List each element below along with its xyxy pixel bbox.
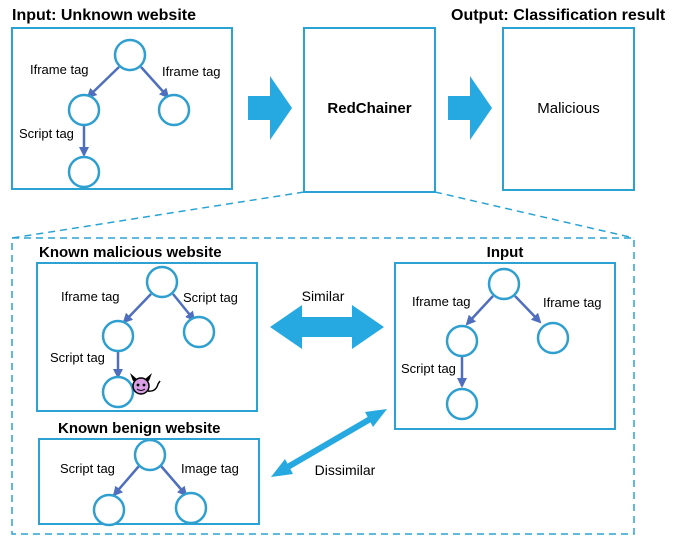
- redchainer-label: RedChainer: [327, 100, 411, 117]
- tree-node: [536, 321, 570, 355]
- tree-edge: [160, 465, 188, 497]
- edge-label-iframe: Iframe tag: [61, 289, 120, 304]
- similar-label: Similar: [302, 288, 345, 304]
- output-title: Output: Classification result: [451, 7, 666, 24]
- detail-input-title: Input: [487, 244, 524, 261]
- tree-edge: [112, 465, 140, 497]
- malicious-title: Known malicious website: [39, 244, 222, 261]
- tree-node: [174, 491, 208, 525]
- edge-label-script: Script tag: [401, 361, 456, 376]
- tree-edge: [172, 293, 196, 322]
- edge-label-script: Script tag: [50, 350, 105, 365]
- tree-node: [445, 324, 479, 358]
- edge-label-iframe: Iframe tag: [543, 295, 602, 310]
- redchainer-box: [303, 27, 436, 193]
- tree-node: [445, 387, 479, 421]
- tree-edge: [122, 293, 152, 324]
- edge-label-iframe: Iframe tag: [162, 64, 221, 79]
- tree-node: [113, 38, 147, 72]
- edge-label-iframe: Iframe tag: [30, 62, 89, 77]
- edge-label-script: Script tag: [183, 290, 238, 305]
- edge-label-script: Script tag: [60, 461, 115, 476]
- edge-label-iframe: Iframe tag: [412, 294, 471, 309]
- zoom-line: [434, 191, 635, 239]
- tree-node: [182, 315, 216, 349]
- benign-title: Known benign website: [58, 420, 221, 437]
- input-title: Input: Unknown website: [12, 7, 196, 24]
- tree-edge: [140, 66, 170, 99]
- flow-arrow: [248, 76, 292, 140]
- devil-icon: [130, 373, 161, 395]
- edge-label-image: Image tag: [181, 461, 239, 476]
- tree-node: [92, 493, 126, 527]
- detail-panel: [11, 237, 635, 535]
- tree-node: [157, 93, 191, 127]
- dissimilar-arrow: [271, 409, 387, 477]
- tree-edge: [86, 66, 120, 99]
- tree-node: [145, 265, 179, 299]
- tree-node: [67, 155, 101, 189]
- tree-node: [133, 438, 167, 472]
- tree-edge: [465, 295, 494, 326]
- similar-arrow: [270, 305, 384, 349]
- tree-node: [67, 93, 101, 127]
- edge-label-script: Script tag: [19, 126, 74, 141]
- tree-node: [101, 319, 135, 353]
- dissimilar-label: Dissimilar: [315, 462, 376, 478]
- result-box: [502, 27, 635, 191]
- result-label: Malicious: [537, 100, 600, 117]
- tree-node: [101, 375, 135, 409]
- flow-arrow: [448, 76, 492, 140]
- zoom-line: [11, 191, 305, 239]
- tree-edge: [514, 295, 542, 324]
- tree-node: [487, 267, 521, 301]
